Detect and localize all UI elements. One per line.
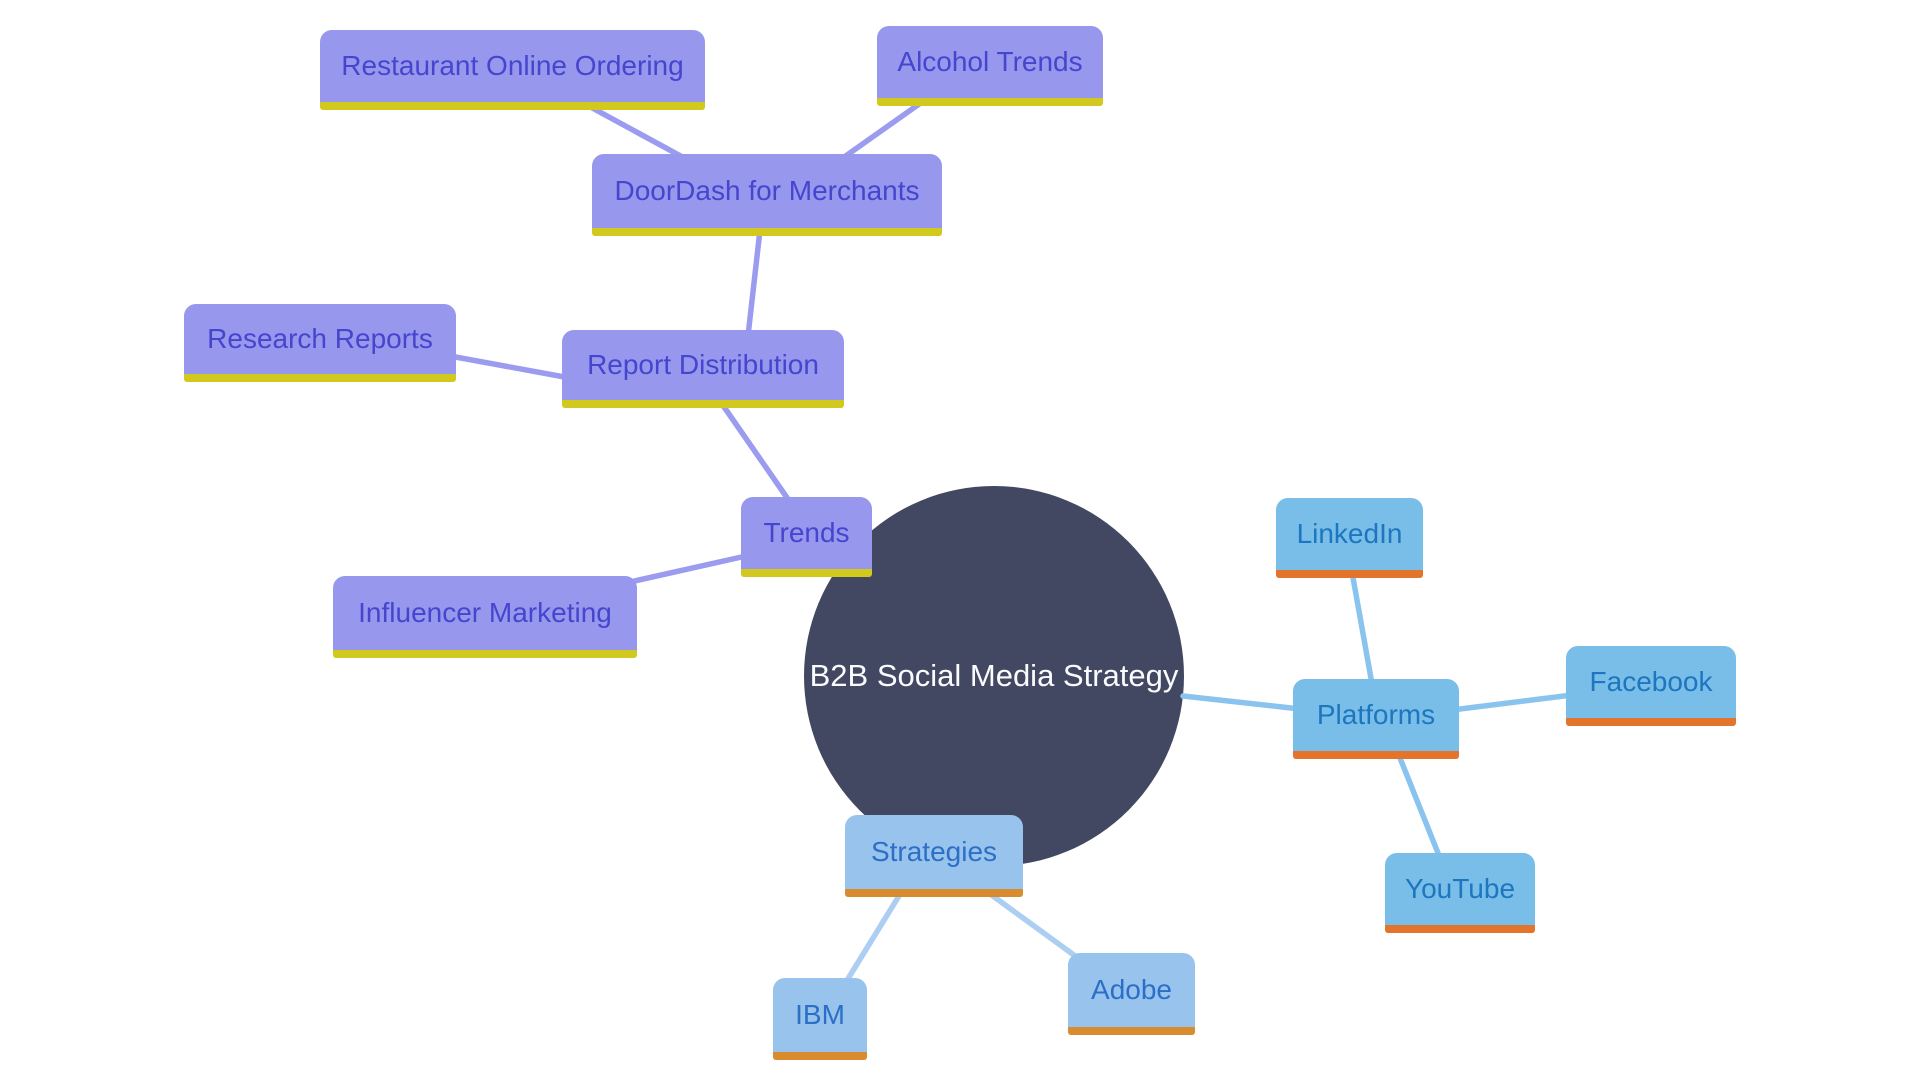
node-label: Research Reports [207,323,433,354]
edge-strategies--adobe [983,888,1081,961]
node-youtube: YouTube [1385,853,1535,933]
edge-research-reports--report-distribution [447,353,573,381]
node-label: Platforms [1316,699,1436,730]
node-label: Strategies [870,836,998,867]
node-label: Alcohol Trends [897,46,1083,77]
node-adobe: Adobe [1068,953,1195,1035]
node-trends: Trends [741,497,872,577]
node-report-distribution: Report Distribution [562,330,844,408]
node-label: IBM [795,999,845,1030]
node-label: Influencer Marketing [358,597,612,628]
central-topic-label: B2B Social Media Strategy [809,658,1179,693]
node-strategies: Strategies [845,815,1023,897]
edge-platforms--facebook [1449,692,1575,713]
node-influencer-marketing: Influencer Marketing [333,576,637,658]
node-label: Facebook [1589,666,1713,697]
edge-linkedin--platforms [1349,569,1375,687]
edge-center--platforms [1180,693,1303,712]
node-label: Adobe [1091,974,1172,1005]
node-facebook: Facebook [1566,646,1736,726]
edge-strategies--ibm [843,888,905,985]
node-platforms: Platforms [1293,679,1459,759]
node-linkedin: LinkedIn [1276,498,1423,578]
edge-doordash-for-merchants--report-distribution [745,227,763,339]
edge-restaurant-online-ordering--doordash-for-merchants [582,101,691,163]
node-doordash-for-merchants: DoorDash for Merchants [592,154,942,236]
node-label: YouTube [1404,873,1516,904]
edge-trends--influencer-marketing [627,553,749,585]
node-restaurant-online-ordering: Restaurant Online Ordering [320,30,705,110]
node-label: Restaurant Online Ordering [341,50,684,81]
edge-alcohol-trends--doordash-for-merchants [837,99,925,163]
edge-report-distribution--trends [719,401,793,505]
node-label: DoorDash for Merchants [614,175,920,206]
node-ibm: IBM [773,978,867,1060]
node-label: LinkedIn [1296,518,1403,549]
edge-platforms--youtube [1395,750,1443,861]
node-label: Trends [763,517,850,548]
node-alcohol-trends: Alcohol Trends [877,26,1103,106]
node-label: Report Distribution [587,349,819,380]
node-research-reports: Research Reports [184,304,456,382]
